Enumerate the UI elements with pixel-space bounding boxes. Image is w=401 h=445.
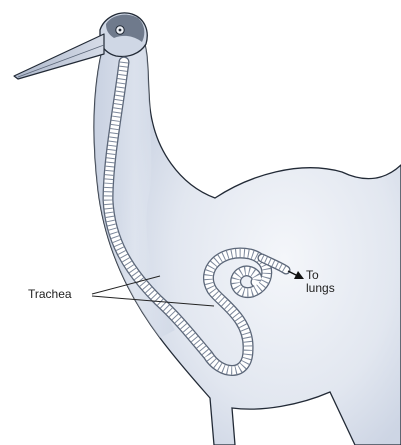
eye-pupil	[119, 29, 122, 32]
to-lungs-label-line2: lungs	[306, 282, 335, 295]
beak	[14, 34, 104, 79]
beak-seam	[18, 45, 104, 77]
to-lungs-label: To lungs	[306, 269, 335, 295]
trachea-label: Trachea	[28, 288, 72, 301]
